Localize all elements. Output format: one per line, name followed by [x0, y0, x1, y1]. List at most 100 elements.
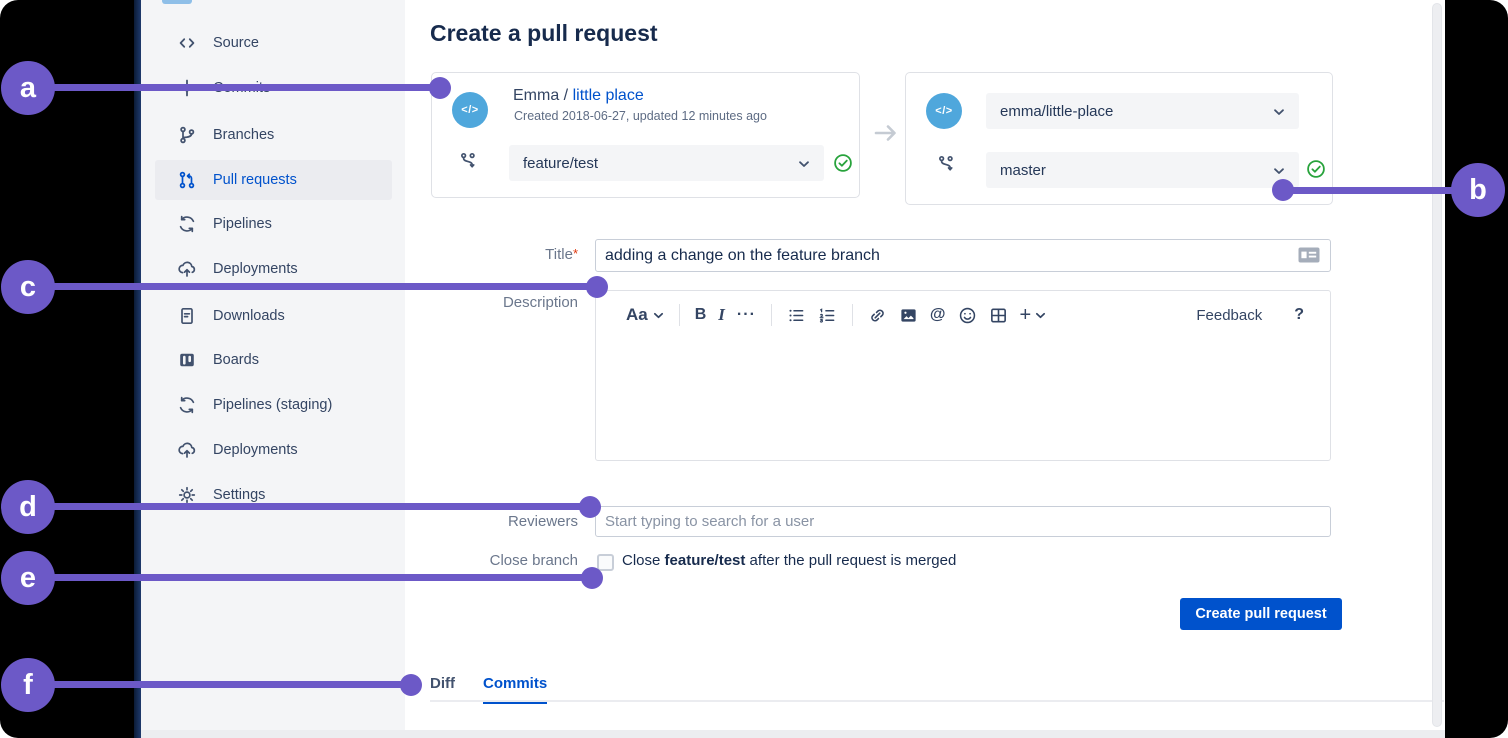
sidebar-item-deployments[interactable]: Deployments [155, 249, 392, 289]
more-formatting-button[interactable]: ··· [736, 306, 756, 323]
sidebar-item-settings[interactable]: Settings [155, 475, 392, 515]
annotation-marker-b: b [1451, 163, 1505, 217]
editor-toolbar: Aa B I ··· @ + Feedback ? [596, 291, 1330, 328]
cloud-upload-icon [177, 259, 197, 279]
annotation-line-e [28, 574, 592, 581]
branch-valid-check-icon [1306, 159, 1326, 179]
source-branch-select[interactable]: feature/test [509, 145, 824, 181]
pipelines-icon [177, 214, 197, 234]
repo-link[interactable]: little place [572, 87, 644, 104]
chevron-down-icon [1273, 162, 1285, 179]
main-content: Create a pull request </> Emma / little … [405, 0, 1445, 738]
emoji-icon [959, 307, 975, 323]
description-input-area[interactable] [596, 328, 1330, 438]
chevron-down-icon [653, 312, 663, 318]
annotation-marker-e: e [1, 551, 55, 605]
close-branch-checkbox[interactable] [597, 554, 614, 571]
annotation-marker-d: d [1, 480, 55, 534]
sidebar-item-label: Downloads [213, 308, 285, 324]
sidebar-item-source[interactable]: Source [155, 23, 392, 63]
reviewers-input[interactable] [595, 506, 1331, 537]
sidebar-item-label: Pipelines [213, 216, 272, 232]
link-icon [871, 308, 884, 322]
merge-direction-arrow-icon [873, 122, 899, 144]
chevron-down-icon [1273, 103, 1285, 120]
sidebar: Source Commits Branches Pull requests [141, 0, 405, 738]
repo-avatar: </> [452, 92, 488, 128]
bullet-list-icon [789, 309, 804, 321]
annotation-marker-f: f [1, 658, 55, 712]
sidebar-item-label: Pull requests [213, 172, 297, 188]
table-icon [990, 308, 1006, 322]
page-title: Create a pull request [430, 20, 658, 47]
sidebar-item-branches[interactable]: Branches [155, 115, 392, 155]
mention-button[interactable]: @ [929, 306, 946, 323]
close-branch-text: Close feature/test after the pull reques… [622, 552, 957, 569]
image-button[interactable] [893, 302, 924, 328]
repo-owner: Emma [513, 87, 560, 104]
numbered-list-button[interactable] [812, 302, 843, 328]
sidebar-item-deployments-2[interactable]: Deployments [155, 430, 392, 470]
numbered-list-icon [819, 307, 835, 323]
annotation-marker-c: c [1, 260, 55, 314]
board-icon [177, 350, 197, 370]
tab-diff[interactable]: Diff [430, 675, 455, 692]
vertical-scrollbar[interactable] [1432, 3, 1442, 727]
avatar-fragment [162, 0, 192, 4]
tab-divider [430, 700, 1444, 702]
tab-commits[interactable]: Commits [483, 675, 548, 704]
repo-separator: / [559, 87, 573, 104]
sidebar-item-downloads[interactable]: Downloads [155, 296, 392, 336]
bullet-list-button[interactable] [781, 302, 812, 328]
sidebar-item-pull-requests[interactable]: Pull requests [155, 160, 392, 200]
branches-icon [177, 125, 197, 145]
pull-request-icon [177, 170, 197, 190]
italic-button[interactable]: I [718, 305, 725, 324]
destination-repo-value: emma/little-place [1000, 102, 1114, 120]
annotation-dot-a [429, 77, 451, 99]
chevron-down-icon [1036, 312, 1046, 318]
title-label: Title* [545, 246, 578, 263]
sidebar-item-pipelines-staging[interactable]: Pipelines (staging) [155, 385, 392, 425]
annotation-line-d [28, 503, 590, 510]
table-button[interactable] [983, 302, 1014, 328]
repo-avatar: </> [926, 93, 962, 129]
sidebar-item-pipelines[interactable]: Pipelines [155, 204, 392, 244]
destination-repo-card: </> emma/little-place master [905, 72, 1333, 205]
annotation-line-b [1283, 187, 1478, 194]
link-button[interactable] [862, 302, 893, 328]
destination-branch-value: master [1000, 161, 1046, 179]
gear-icon [177, 485, 197, 505]
insert-more-button[interactable]: + [1014, 302, 1053, 328]
destination-repo-select[interactable]: emma/little-place [986, 93, 1299, 129]
destination-branch-select[interactable]: master [986, 152, 1299, 188]
annotation-dot-c [586, 276, 608, 298]
sidebar-item-boards[interactable]: Boards [155, 340, 392, 380]
title-input[interactable] [595, 239, 1331, 272]
sidebar-item-label: Deployments [213, 261, 298, 277]
toolbar-divider [678, 304, 680, 326]
toolbar-divider [770, 304, 772, 326]
annotation-dot-e [581, 567, 603, 589]
image-icon [901, 308, 916, 322]
help-button[interactable]: ? [1294, 306, 1304, 323]
cloud-upload-icon [177, 440, 197, 460]
title-template-card-icon[interactable] [1298, 247, 1320, 264]
annotation-dot-b [1272, 179, 1294, 201]
sidebar-item-label: Source [213, 35, 259, 51]
text-style-button[interactable]: Aa [620, 302, 670, 328]
tab-bar: Diff Commits [430, 675, 548, 704]
bold-button[interactable]: B [694, 306, 707, 323]
annotation-marker-a: a [1, 61, 55, 115]
feedback-link[interactable]: Feedback [1196, 306, 1263, 324]
chevron-down-icon [798, 155, 810, 172]
annotation-line-f [28, 681, 411, 688]
sidebar-item-label: Branches [213, 127, 275, 143]
branch-fork-icon [937, 155, 955, 173]
emoji-button[interactable] [952, 302, 983, 328]
global-nav-strip [134, 0, 141, 738]
close-branch-label: Close branch [489, 552, 578, 569]
create-pull-request-button[interactable]: Create pull request [1180, 598, 1342, 630]
annotation-dot-d [579, 496, 601, 518]
